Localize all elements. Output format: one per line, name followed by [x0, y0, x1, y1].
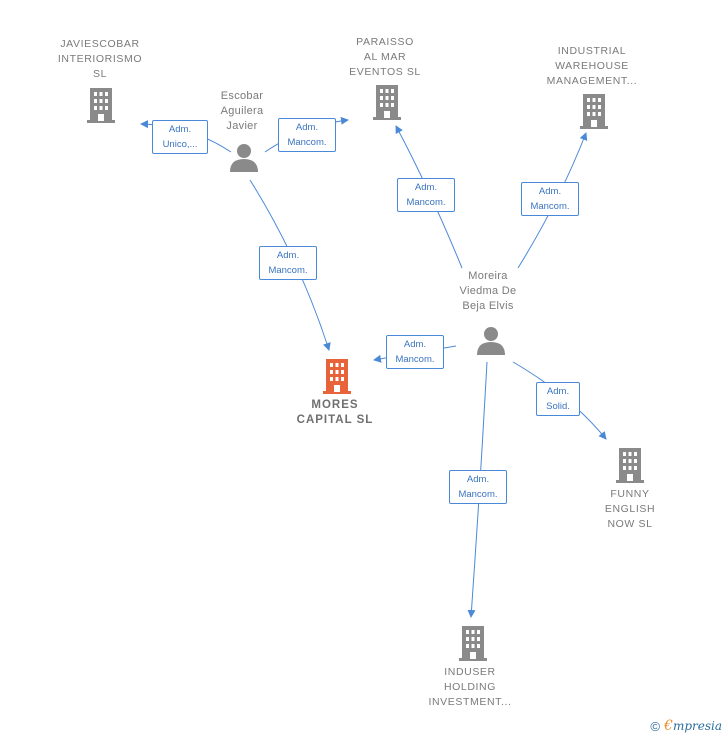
- company-label-induser[interactable]: INDUSER HOLDING INVESTMENT...: [428, 666, 512, 708]
- building-icon[interactable]: [86, 87, 116, 123]
- building-icon[interactable]: [458, 625, 488, 661]
- building-icon[interactable]: [372, 84, 402, 120]
- building-icon[interactable]: [615, 447, 645, 483]
- company-label-mores[interactable]: MORES CAPITAL SL: [296, 399, 374, 426]
- company-label-javiescobar[interactable]: JAVIESCOBAR INTERIORISMO SL: [57, 38, 143, 80]
- company-label-industrial[interactable]: INDUSTRIAL WAREHOUSE MANAGEMENT...: [546, 45, 638, 87]
- edge-label-escobar-paraisso[interactable]: Adm. Mancom.: [278, 118, 336, 152]
- edge-label-escobar-javiescobar[interactable]: Adm. Unico,...: [152, 120, 208, 154]
- person-label-escobar[interactable]: Escobar Aguilera Javier: [220, 90, 264, 132]
- person-label-moreira[interactable]: Moreira Viedma De Beja Elvis: [459, 270, 517, 312]
- company-label-funny[interactable]: FUNNY ENGLISH NOW SL: [604, 488, 656, 530]
- brand-footer: © €mpresia: [650, 718, 722, 734]
- edge-label-moreira-paraisso[interactable]: Adm. Mancom.: [397, 178, 455, 212]
- edge-label-moreira-mores[interactable]: Adm. Mancom.: [386, 335, 444, 369]
- person-icon[interactable]: [476, 325, 506, 355]
- edge-label-moreira-industrial[interactable]: Adm. Mancom.: [521, 182, 579, 216]
- building-icon[interactable]: [579, 93, 609, 129]
- person-icon[interactable]: [229, 142, 259, 172]
- building-icon[interactable]: [322, 358, 352, 394]
- brand-logo[interactable]: €mpresia: [664, 718, 722, 734]
- company-label-paraisso[interactable]: PARAISSO AL MAR EVENTOS SL: [349, 36, 421, 78]
- edge-label-escobar-mores[interactable]: Adm. Mancom.: [259, 246, 317, 280]
- edge-label-moreira-funny[interactable]: Adm. Solid.: [536, 382, 580, 416]
- copyright-icon: ©: [650, 718, 661, 734]
- edge-label-moreira-induser[interactable]: Adm. Mancom.: [449, 470, 507, 504]
